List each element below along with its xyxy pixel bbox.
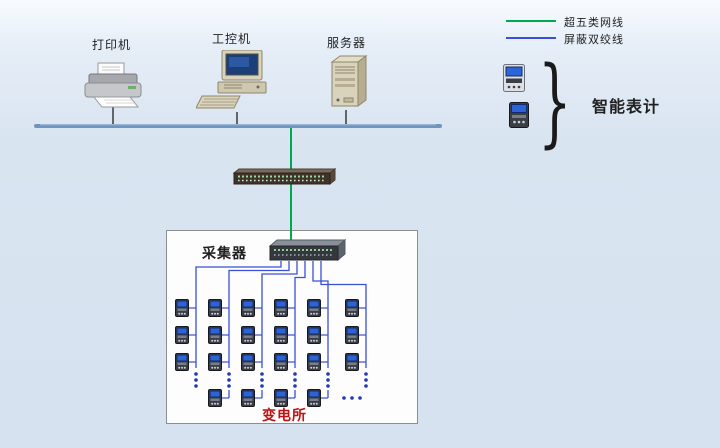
smart-meter-icon-2	[509, 102, 529, 132]
smart-meter-icon-1	[503, 64, 525, 96]
server-label: 服务器	[327, 36, 367, 50]
printer-icon	[82, 62, 146, 114]
collector-icon	[268, 238, 347, 268]
smart-meter-brace: }	[538, 46, 572, 158]
printer-label: 打印机	[92, 38, 132, 52]
industrial-computer-icon	[195, 49, 272, 116]
switch-icon	[232, 167, 337, 190]
substation-label: 变电所	[262, 408, 307, 424]
smart-meter-label: 智能表计	[592, 97, 661, 116]
server-icon	[324, 54, 370, 114]
legend-label-stp: 屏蔽双绞线	[564, 33, 624, 46]
legend-line-stp	[506, 37, 556, 39]
collector-label: 采集器	[202, 246, 247, 262]
legend-label-cat5e: 超五类网线	[564, 16, 624, 29]
industrial-computer-label: 工控机	[212, 32, 252, 46]
legend-line-cat5e	[506, 20, 556, 22]
